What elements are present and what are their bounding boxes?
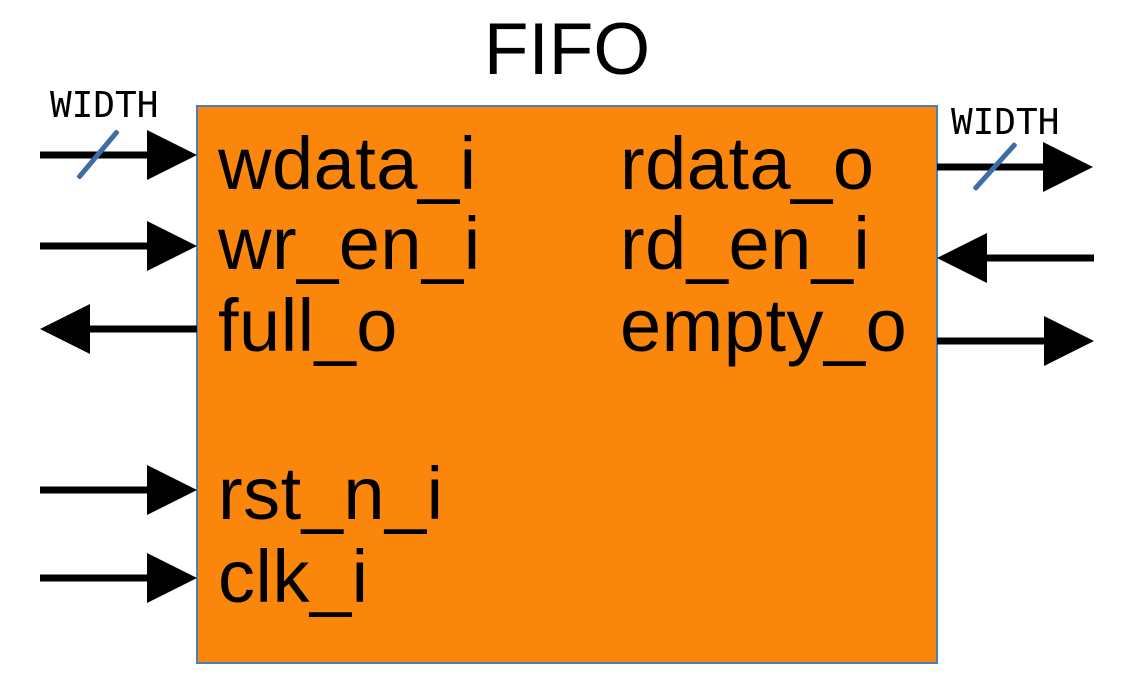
port-label-full-o: full_o	[218, 284, 398, 367]
port-label-wr-en-i: wr_en_i	[218, 202, 481, 285]
arrow-shaft	[84, 325, 197, 333]
arrow-head-icon	[1044, 316, 1094, 366]
arrow-shaft	[981, 254, 1094, 262]
full-o-output-arrow	[40, 304, 197, 354]
arrow-head-icon	[40, 304, 90, 354]
port-label-wdata-i: wdata_i	[218, 122, 477, 205]
port-label-clk-i: clk_i	[218, 535, 369, 618]
arrow-shaft	[40, 486, 153, 494]
wdata-bus-width-label: WIDTH	[50, 85, 159, 126]
arrow-head-icon	[147, 465, 197, 515]
wdata-i-input-arrow	[40, 130, 197, 180]
empty-o-output-arrow	[937, 316, 1094, 366]
port-label-rd-en-i: rd_en_i	[620, 202, 871, 285]
arrow-head-icon	[147, 130, 197, 180]
port-label-rst-n-i: rst_n_i	[218, 452, 444, 535]
wr-en-i-input-arrow	[40, 221, 197, 271]
rd-en-i-input-arrow	[937, 233, 1094, 283]
arrow-head-icon	[147, 221, 197, 271]
clk-i-input-arrow	[40, 553, 197, 603]
arrow-shaft	[937, 337, 1050, 345]
arrow-shaft	[40, 574, 153, 582]
port-label-empty-o: empty_o	[620, 284, 908, 367]
arrow-head-icon	[1043, 142, 1093, 192]
rst-n-i-input-arrow	[40, 465, 197, 515]
rdata-bus-width-label: WIDTH	[951, 102, 1060, 143]
rdata-o-output-arrow	[937, 142, 1093, 192]
arrow-head-icon	[147, 553, 197, 603]
arrow-shaft	[40, 242, 153, 250]
arrow-head-icon	[937, 233, 987, 283]
port-label-rdata-o: rdata_o	[620, 122, 875, 205]
fifo-block	[196, 105, 938, 664]
diagram-title: FIFO	[483, 9, 651, 90]
